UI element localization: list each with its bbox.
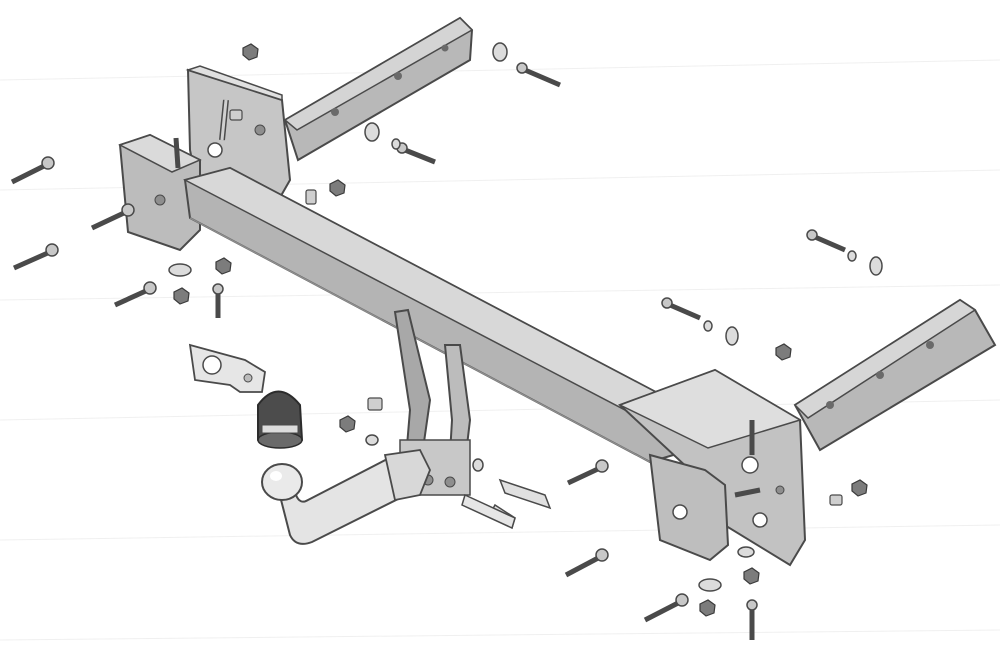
bolt-12	[746, 599, 758, 640]
tow-ball	[261, 463, 303, 501]
bolt-3	[12, 243, 59, 271]
spacer-pins	[461, 478, 552, 530]
right-end-box	[648, 453, 761, 562]
nuts	[173, 43, 868, 617]
bolt-7	[806, 229, 846, 253]
left-end-box	[118, 133, 202, 252]
bolt-11	[643, 593, 689, 623]
bolt-4	[113, 281, 157, 308]
ball-cover	[257, 390, 304, 449]
left-mounting-arm	[283, 16, 474, 162]
bolt-8	[661, 297, 701, 321]
tow-ball-neck	[276, 449, 431, 545]
bolt-13	[212, 283, 224, 318]
bolt-2	[90, 203, 135, 231]
bolt-1	[10, 156, 55, 185]
bolts	[10, 62, 846, 640]
right-bracket	[618, 368, 807, 567]
socket-plate	[188, 343, 266, 393]
small-pins	[229, 109, 843, 506]
washers	[168, 42, 883, 592]
bolt-10	[564, 548, 609, 578]
bolt-5	[516, 62, 561, 88]
bolt-9	[566, 459, 609, 486]
right-mounting-arm	[793, 298, 997, 452]
